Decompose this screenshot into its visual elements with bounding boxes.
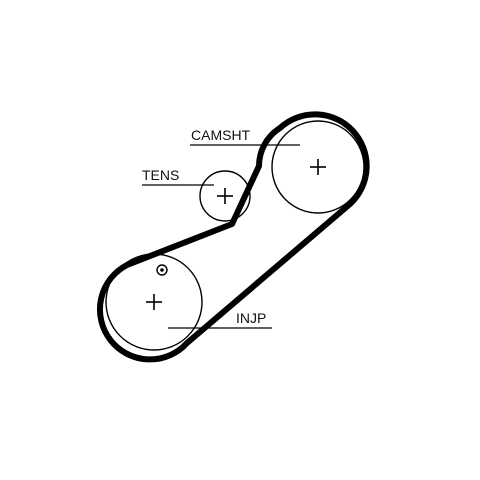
injection-pump-pulley [105,253,203,351]
camshaft-label: CAMSHT [191,127,251,143]
center-cross-icon [146,294,162,310]
tensioner-pulley [199,170,251,222]
timing-belt [97,111,370,363]
timing-mark-icon [156,264,168,276]
camshaft-pulley [271,120,365,214]
tensioner-label: TENS [142,167,179,183]
injection-pump-label: INJP [236,310,266,326]
center-cross-icon [217,188,233,204]
center-cross-icon [310,159,326,175]
